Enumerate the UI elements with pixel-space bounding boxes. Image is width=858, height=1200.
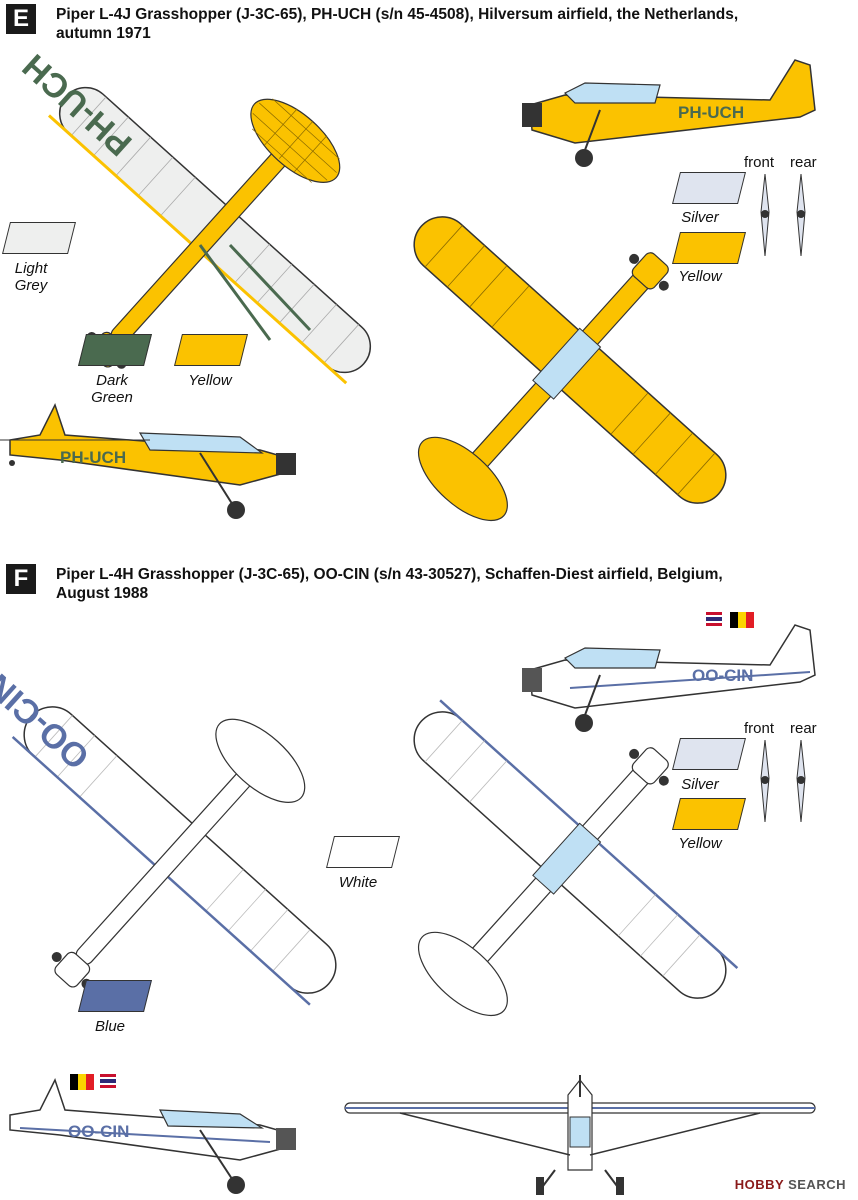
label-line: Grey [14, 277, 48, 294]
swatch-light-grey [2, 222, 76, 254]
swatch-label-silver-f: Silver [681, 776, 719, 793]
caption-line-1: Piper L-4H Grasshopper (J-3C-65), OO-CIN… [56, 566, 723, 583]
plane-f-side-view-right: OO-CIN [522, 624, 816, 732]
footer-brand: HOBBY [734, 1177, 784, 1192]
swatch-silver-f [672, 738, 746, 770]
section-f: F Piper L-4H Grasshopper (J-3C-65), OO-C… [0, 560, 858, 1200]
propeller-rear-f [796, 739, 806, 823]
prop-front-label-e: front [744, 154, 775, 171]
plane-f-front-view [344, 1075, 816, 1195]
swatch-label-white: White [338, 874, 378, 891]
plane-f-side-view-left: OO-CIN [9, 1078, 296, 1194]
flag-belgium-f1 [730, 612, 754, 628]
section-e-caption: Piper L-4J Grasshopper (J-3C-65), PH-UCH… [56, 5, 738, 43]
prop-rear-label-f: rear [790, 720, 817, 737]
caption-line-2: autumn 1971 [56, 25, 151, 42]
plane-f-bottom-view [413, 699, 739, 1017]
swatch-label-yellow-e2: Yellow [678, 268, 722, 285]
plane-e-side-view-left: PH-UCH [0, 403, 296, 519]
propeller-front-f [760, 739, 770, 823]
fuselage-registration-f-right: OO-CIN [692, 666, 753, 685]
footer-watermark: HOBBY SEARCH [735, 1177, 846, 1192]
swatch-label-yellow-e1: Yellow [188, 372, 232, 389]
swatch-label-yellow-f: Yellow [678, 835, 722, 852]
swatch-yellow-e2 [672, 232, 746, 264]
label-line: Light [14, 260, 48, 277]
prop-front-label-f: front [744, 720, 775, 737]
caption-line-1: Piper L-4J Grasshopper (J-3C-65), PH-UCH… [56, 6, 739, 23]
flag-thai-f2 [100, 1074, 116, 1088]
swatch-blue [78, 980, 152, 1012]
swatch-yellow-f [672, 798, 746, 830]
section-letter-f: F [6, 564, 36, 594]
flag-belgium-f2 [70, 1074, 94, 1090]
label-line: Green [91, 389, 133, 406]
fuselage-registration-f-left: OO-CIN [68, 1122, 129, 1141]
propeller-front-e [760, 173, 770, 257]
fuselage-registration-e-right: PH-UCH [678, 103, 744, 122]
swatch-dark-green [78, 334, 152, 366]
swatch-label-silver-e: Silver [681, 209, 719, 226]
swatch-label-blue: Blue [94, 1018, 126, 1035]
plane-e-top-view: PH-UCH [16, 46, 372, 385]
caption-line-2: August 1988 [56, 585, 149, 602]
swatch-yellow-e1 [174, 334, 248, 366]
plane-e-bottom-view [413, 216, 727, 522]
swatch-label-dark-green: Dark Green [82, 372, 142, 406]
section-letter-e: E [6, 4, 36, 34]
fuselage-registration-e-left: PH-UCH [60, 448, 126, 467]
swatch-silver-e [672, 172, 746, 204]
flag-thai-f1 [706, 612, 722, 626]
section-f-caption: Piper L-4H Grasshopper (J-3C-65), OO-CIN… [56, 565, 723, 603]
propeller-rear-e [796, 173, 806, 257]
prop-rear-label-e: rear [790, 154, 817, 171]
plane-f-top-view: OO-CIN [0, 666, 337, 1006]
wing-registration-e: PH-UCH [16, 46, 140, 163]
label-line: Dark [96, 372, 128, 389]
swatch-label-light-grey: Light Grey [6, 260, 56, 294]
plane-e-side-view-right: PH-UCH [522, 59, 816, 167]
footer-brand2: SEARCH [788, 1177, 846, 1192]
section-e: E Piper L-4J Grasshopper (J-3C-65), PH-U… [0, 0, 858, 545]
